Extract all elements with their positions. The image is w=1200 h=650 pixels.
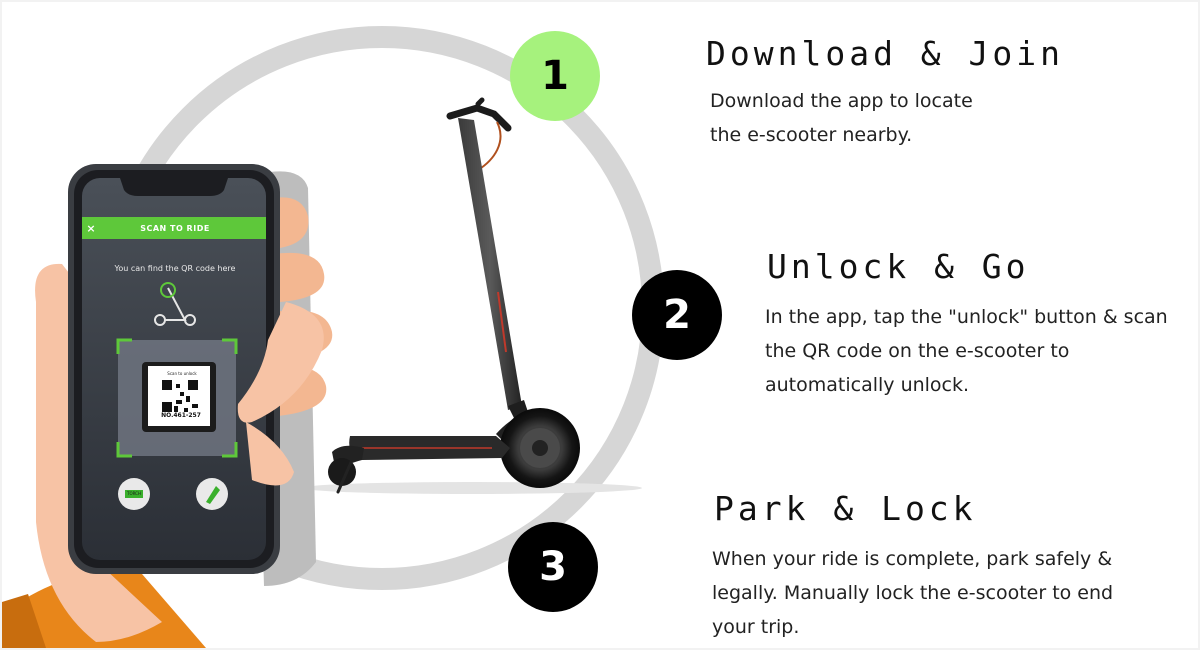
step-3-title: Park & Lock — [714, 489, 977, 528]
step-2-title: Unlock & Go — [767, 247, 1030, 286]
step-3-line: legally. Manually lock the e-scooter to … — [712, 582, 1114, 604]
close-icon[interactable]: × — [86, 221, 96, 235]
step-3-description: When your ride is complete, park safely … — [712, 542, 1152, 644]
qr-scooter-id: NO.461-257 — [161, 412, 201, 419]
hand — [35, 263, 163, 642]
step-2-badge: 2 — [632, 270, 722, 360]
torch-button-label: TORCH — [127, 491, 141, 496]
step-3-line: your trip. — [712, 616, 800, 638]
qr-code — [162, 380, 198, 412]
scooter-outline-icon — [154, 282, 196, 326]
step-2-line: automatically unlock. — [765, 374, 970, 396]
qr-caption: Scan to unlock — [167, 371, 197, 376]
step-1-line: the e-scooter nearby. — [710, 124, 913, 146]
scan-to-ride-header: SCAN TO RIDE — [140, 223, 210, 233]
step-3-badge: 3 — [508, 522, 598, 612]
step-2-description: In the app, tap the "unlock" button & sc… — [765, 300, 1190, 402]
step-1-badge: 1 — [510, 31, 600, 121]
step-1-line: Download the app to locate — [710, 90, 973, 112]
scooter-icon — [302, 97, 642, 494]
step-1-title: Download & Join — [706, 34, 1065, 73]
step-2-line: In the app, tap the "unlock" button & sc… — [765, 306, 1168, 328]
step-2-line: the QR code on the e-scooter to — [765, 340, 1070, 362]
step-3-line: When your ride is complete, park safely … — [712, 548, 1113, 570]
qr-hint-text: You can find the QR code here — [114, 264, 236, 273]
step-1-description: Download the app to locate the e-scooter… — [710, 84, 1040, 152]
phone-illustration — [2, 164, 333, 648]
